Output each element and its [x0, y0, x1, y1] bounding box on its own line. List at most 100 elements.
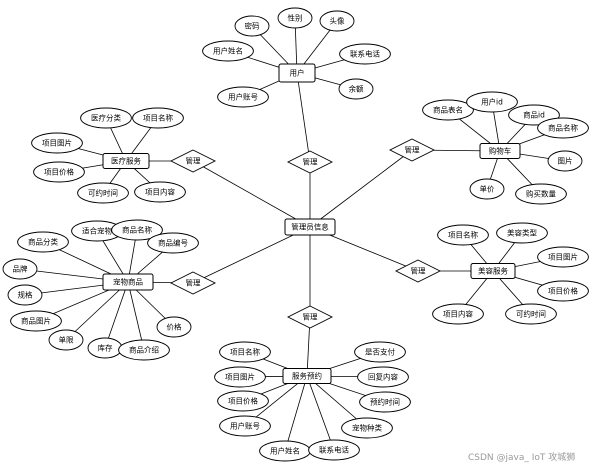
- attribute-label: 项目价格: [548, 286, 578, 296]
- attribute-shape: [537, 246, 589, 268]
- edge-r_user-user: [296, 72, 311, 163]
- entity-label: 宠物商品: [113, 277, 143, 287]
- attribute-u4: 用户姓名: [202, 40, 254, 62]
- attribute-label: 联系电话: [350, 49, 380, 59]
- attribute-b3: 项目图片: [537, 246, 589, 268]
- attribute-label: 项目图片: [42, 138, 72, 148]
- attribute-b4: 项目价格: [537, 280, 589, 302]
- attribute-u7: 余额: [338, 78, 374, 100]
- attribute-b5: 项目内容: [432, 303, 484, 325]
- relationship-label: 管理: [411, 266, 426, 276]
- attribute-p6: 规格: [7, 284, 43, 306]
- relationship-shape: [394, 259, 442, 283]
- entity-label: 管理员信息: [291, 222, 329, 232]
- attribute-s4: 回复内容: [357, 366, 409, 388]
- entity-pet: 宠物商品: [102, 273, 154, 291]
- entity-shape: [282, 368, 332, 384]
- attribute-u2: 性别: [277, 7, 313, 29]
- attribute-p9: 单限: [48, 329, 84, 351]
- attribute-label: 回复内容: [368, 372, 398, 382]
- relationship-r_pet: 管理: [169, 271, 217, 295]
- attribute-m2: 项目名称: [132, 107, 184, 129]
- attribute-shape: [48, 329, 84, 351]
- attribute-p3: 商品分类: [17, 231, 69, 253]
- attribute-shape: [217, 86, 269, 108]
- attribute-shape: [515, 183, 567, 205]
- attribute-label: 用户姓名: [270, 446, 300, 456]
- entity-shape: [102, 273, 154, 291]
- attribute-s8: 宠物种类: [341, 417, 393, 439]
- relationship-shape: [286, 150, 334, 174]
- attribute-shape: [537, 117, 589, 139]
- relationship-r_cart: 管理: [388, 138, 436, 162]
- attribute-label: 可约时间: [516, 309, 546, 319]
- attribute-label: 密码: [245, 21, 260, 31]
- attribute-s7: 用户账号: [219, 415, 271, 437]
- attribute-p2: 商品名称: [111, 219, 163, 241]
- attribute-label: 商品表名: [433, 105, 463, 115]
- attribute-label: 单限: [59, 335, 74, 345]
- attribute-label: 性别: [288, 13, 303, 23]
- edge-s10-booking: [306, 375, 335, 451]
- attribute-label: 可约时间: [88, 188, 118, 198]
- attribute-shape: [214, 366, 266, 388]
- attribute-s6: 预约时间: [359, 391, 411, 413]
- attribute-p11: 商品介绍: [118, 339, 170, 361]
- attribute-shape: [134, 181, 186, 203]
- edge-p11-pet: [127, 281, 145, 351]
- attribute-c1: 商品表名: [422, 99, 474, 121]
- attribute-u5: 联系电话: [339, 43, 391, 65]
- attribute-m4: 项目价格: [33, 161, 85, 183]
- attribute-label: 项目图片: [225, 372, 255, 382]
- entity-medical: 医疗服务: [102, 153, 150, 169]
- attribute-label: 项目内容: [145, 187, 175, 197]
- attribute-m3: 项目图片: [31, 132, 83, 154]
- attribute-shape: [219, 341, 271, 363]
- attribute-b1: 项目名称: [437, 224, 489, 246]
- entity-label: 服务预约: [292, 371, 322, 381]
- entity-label: 购物车: [489, 146, 512, 156]
- attribute-m6: 项目内容: [134, 181, 186, 203]
- attribute-s5: 项目价格: [217, 390, 269, 412]
- attribute-label: 商品id: [523, 110, 545, 120]
- attribute-c4: 商品名称: [537, 117, 589, 139]
- entity-shape: [470, 263, 516, 279]
- relationship-label: 管理: [186, 278, 201, 288]
- attribute-shape: [118, 339, 170, 361]
- attribute-p4: 商品编号: [147, 232, 199, 254]
- attribute-label: 品牌: [13, 264, 28, 274]
- attribute-label: 图片: [558, 156, 573, 166]
- attribute-shape: [217, 390, 269, 412]
- attribute-shape: [234, 15, 270, 37]
- attribute-label: 价格: [167, 322, 182, 332]
- attribute-label: 库存: [98, 343, 113, 353]
- attribute-shape: [7, 284, 43, 306]
- attribute-label: 适合宠物: [82, 226, 112, 236]
- attribute-u6: 用户账号: [217, 86, 269, 108]
- attribute-shape: [156, 316, 192, 338]
- attribute-shape: [33, 161, 85, 183]
- edge-admin-r_pet: [192, 226, 311, 284]
- attribute-shape: [537, 280, 589, 302]
- attribute-label: 宠物种类: [352, 423, 382, 433]
- entity-label: 医疗服务: [111, 156, 141, 166]
- attribute-p10: 库存: [87, 337, 123, 359]
- attribute-shape: [547, 150, 583, 172]
- attribute-c2: 用户id: [466, 91, 518, 113]
- attribute-shape: [432, 303, 484, 325]
- relationship-shape: [169, 149, 217, 173]
- attribute-shape: [339, 43, 391, 65]
- attribute-u1: 密码: [234, 15, 270, 37]
- attribute-label: 项目内容: [443, 309, 473, 319]
- attribute-label: 余额: [349, 84, 364, 94]
- attribute-label: 用户账号: [228, 92, 258, 102]
- attribute-shape: [219, 415, 271, 437]
- attribute-p8: 价格: [156, 316, 192, 338]
- attribute-label: 商品名称: [548, 123, 578, 133]
- entity-admin: 管理员信息: [284, 218, 336, 236]
- diagram-nodes: 密码性别头像用户姓名联系电话用户账号余额医疗分类项目名称项目图片项目价格可约时间…: [2, 7, 589, 462]
- attribute-shape: [80, 107, 132, 129]
- attribute-c5: 图片: [547, 150, 583, 172]
- attribute-shape: [422, 99, 474, 121]
- attribute-shape: [277, 7, 313, 29]
